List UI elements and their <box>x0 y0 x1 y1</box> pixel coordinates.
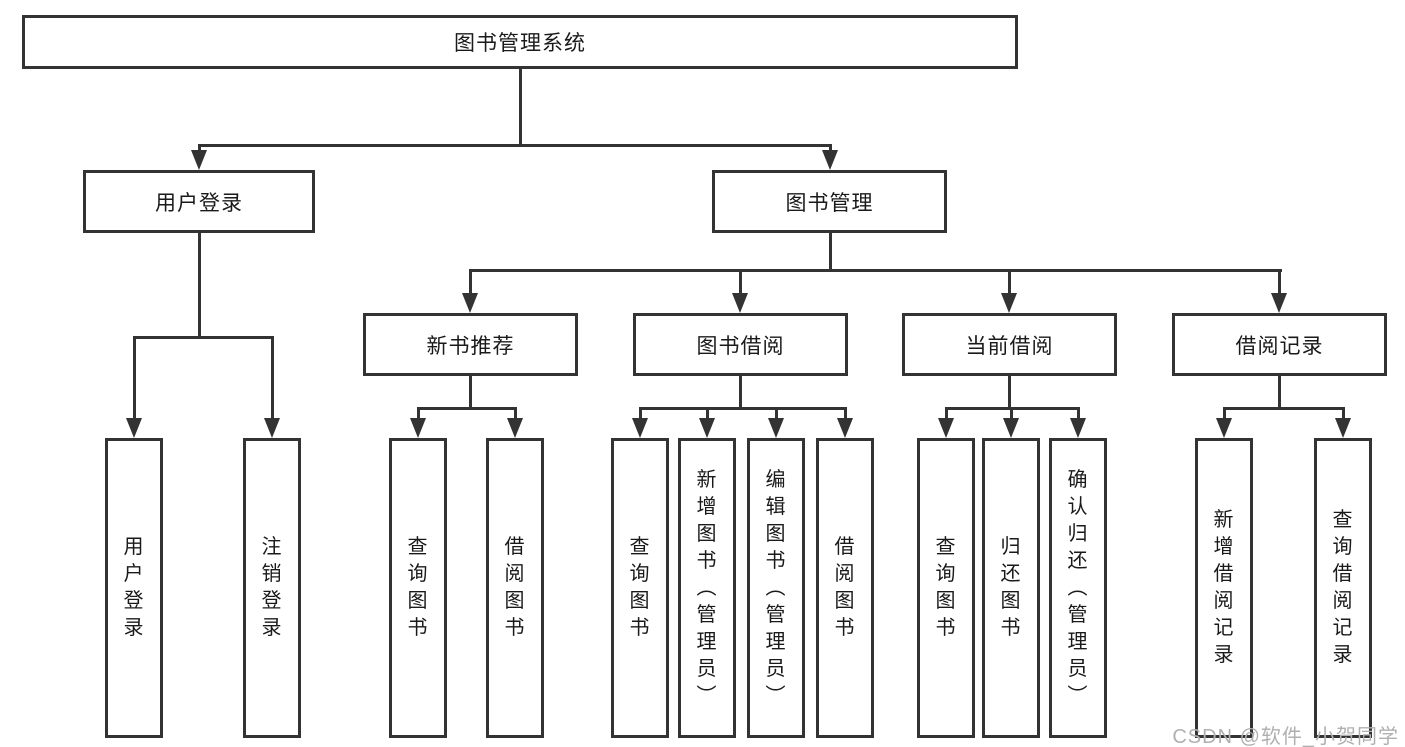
connector-current-borrow-stem <box>1008 374 1011 410</box>
connector-leaf-borrow-query-drop <box>639 407 642 421</box>
node-leaf-recommend-query-books: 查 询 图 书 <box>389 438 447 738</box>
node-leaf-user-login: 用 户 登 录 <box>105 438 163 738</box>
node-leaf-add-books-admin-label: 新 增 图 书 ︵ 管 理 员 ︶ <box>696 468 718 707</box>
node-root-label: 图书管理系统 <box>454 32 586 55</box>
node-book-management: 图书管理 <box>712 170 947 233</box>
connector-leaf-add-books-drop <box>706 407 709 421</box>
node-borrow-records: 借阅记录 <box>1172 313 1387 376</box>
connector-user-login-stem <box>198 233 201 339</box>
node-book-borrow-label: 图书借阅 <box>696 334 785 358</box>
arrowhead-leaf-edit-books <box>768 418 784 438</box>
arrowhead-current-borrow <box>1001 293 1017 313</box>
arrowhead-leaf-add-books <box>699 418 715 438</box>
connector-book-borrow-bus <box>639 407 847 410</box>
arrowhead-user-login <box>191 150 207 170</box>
connector-book-management-stem <box>829 233 832 272</box>
node-leaf-return-books-label: 归 还 图 书 <box>1000 536 1022 639</box>
node-leaf-recommend-borrow-books-label: 借 阅 图 书 <box>504 536 526 639</box>
node-leaf-add-borrow-record-label: 新 增 借 阅 记 录 <box>1213 509 1235 666</box>
arrowhead-borrow-records <box>1271 293 1287 313</box>
connector-book-management-drop <box>829 144 832 154</box>
node-new-book-recommend: 新书推荐 <box>363 313 578 376</box>
arrowhead-new-book-recommend <box>462 293 478 313</box>
arrowhead-leaf-logout <box>264 418 280 438</box>
connector-new-book-recommend-bus <box>417 407 517 410</box>
node-current-borrow: 当前借阅 <box>902 313 1117 376</box>
connector-leaf-edit-books-drop <box>775 407 778 421</box>
node-leaf-add-borrow-record: 新 增 借 阅 记 录 <box>1195 438 1253 738</box>
connector-leaf-query-record-drop <box>1342 407 1345 421</box>
node-current-borrow-label: 当前借阅 <box>965 334 1054 358</box>
arrowhead-leaf-query-record <box>1335 418 1351 438</box>
connector-leaf-add-record-drop <box>1223 407 1226 421</box>
node-leaf-query-borrow-record-label: 查 询 借 阅 记 录 <box>1332 509 1354 666</box>
connector-level2-bus <box>198 144 832 147</box>
arrowhead-book-borrow <box>732 293 748 313</box>
node-leaf-confirm-return-admin-label: 确 认 归 还 ︵ 管 理 员 ︶ <box>1067 468 1089 707</box>
connector-root-drop <box>519 69 522 147</box>
connector-new-book-recommend-stem <box>469 374 472 410</box>
node-leaf-query-borrow-record: 查 询 借 阅 记 录 <box>1314 438 1372 738</box>
node-leaf-borrow-query-books: 查 询 图 书 <box>611 438 669 738</box>
connector-user-login-drop <box>198 144 201 154</box>
arrowhead-leaf-borrow-books <box>837 418 853 438</box>
connector-new-book-recommend-drop <box>469 269 472 297</box>
node-leaf-user-login-label: 用 户 登 录 <box>123 536 145 639</box>
arrowhead-leaf-recommend-query <box>410 418 426 438</box>
connector-book-borrow-stem <box>739 374 742 410</box>
node-book-management-label: 图书管理 <box>785 191 874 215</box>
node-leaf-edit-books-admin-label: 编 辑 图 书 ︵ 管 理 员 ︶ <box>765 468 787 707</box>
node-leaf-edit-books-admin: 编 辑 图 书 ︵ 管 理 员 ︶ <box>747 438 805 738</box>
node-leaf-borrow-books: 借 阅 图 书 <box>816 438 874 738</box>
connector-leaf-current-query-drop <box>945 407 948 421</box>
connector-leaf-return-books-drop <box>1010 407 1013 421</box>
arrowhead-leaf-borrow-query <box>632 418 648 438</box>
node-user-login: 用户登录 <box>83 170 315 233</box>
connector-user-login-bus <box>133 336 274 339</box>
connector-leaf-logout-drop <box>271 336 274 420</box>
connector-borrow-records-bus <box>1223 407 1345 410</box>
node-leaf-add-books-admin: 新 增 图 书 ︵ 管 理 员 ︶ <box>678 438 736 738</box>
connector-level3-bus <box>469 269 1282 272</box>
node-leaf-current-query-books: 查 询 图 书 <box>917 438 975 738</box>
connector-leaf-recommend-query-drop <box>417 407 420 421</box>
node-root: 图书管理系统 <box>22 15 1018 69</box>
node-leaf-return-books: 归 还 图 书 <box>982 438 1040 738</box>
connector-leaf-recommend-borrow-drop <box>514 407 517 421</box>
node-leaf-recommend-borrow-books: 借 阅 图 书 <box>486 438 544 738</box>
node-book-borrow: 图书借阅 <box>633 313 848 376</box>
arrowhead-leaf-return-books <box>1003 418 1019 438</box>
node-leaf-logout-label: 注 销 登 录 <box>261 536 283 639</box>
node-leaf-borrow-query-books-label: 查 询 图 书 <box>629 536 651 639</box>
connector-leaf-confirm-return-drop <box>1077 407 1080 421</box>
csdn-watermark: CSDN @软件_小贺同学 <box>1172 726 1399 747</box>
node-leaf-recommend-query-books-label: 查 询 图 书 <box>407 536 429 639</box>
arrowhead-leaf-current-query <box>938 418 954 438</box>
connector-borrow-records-drop <box>1278 269 1281 297</box>
node-user-login-label: 用户登录 <box>155 191 243 215</box>
connector-leaf-borrow-books-drop <box>844 407 847 421</box>
connector-book-borrow-drop <box>739 269 742 297</box>
arrowhead-leaf-add-record <box>1216 418 1232 438</box>
node-leaf-logout: 注 销 登 录 <box>243 438 301 738</box>
node-leaf-confirm-return-admin: 确 认 归 还 ︵ 管 理 员 ︶ <box>1049 438 1107 738</box>
connector-current-borrow-drop <box>1008 269 1011 297</box>
arrowhead-leaf-confirm-return <box>1070 418 1086 438</box>
node-new-book-recommend-label: 新书推荐 <box>426 334 515 358</box>
arrowhead-book-management <box>822 150 838 170</box>
node-borrow-records-label: 借阅记录 <box>1235 334 1324 358</box>
node-leaf-current-query-books-label: 查 询 图 书 <box>935 536 957 639</box>
connector-leaf-user-login-drop <box>133 336 136 420</box>
arrowhead-leaf-user-login <box>126 418 142 438</box>
connector-borrow-records-stem <box>1278 374 1281 410</box>
arrowhead-leaf-recommend-borrow <box>507 418 523 438</box>
node-leaf-borrow-books-label: 借 阅 图 书 <box>834 536 856 639</box>
